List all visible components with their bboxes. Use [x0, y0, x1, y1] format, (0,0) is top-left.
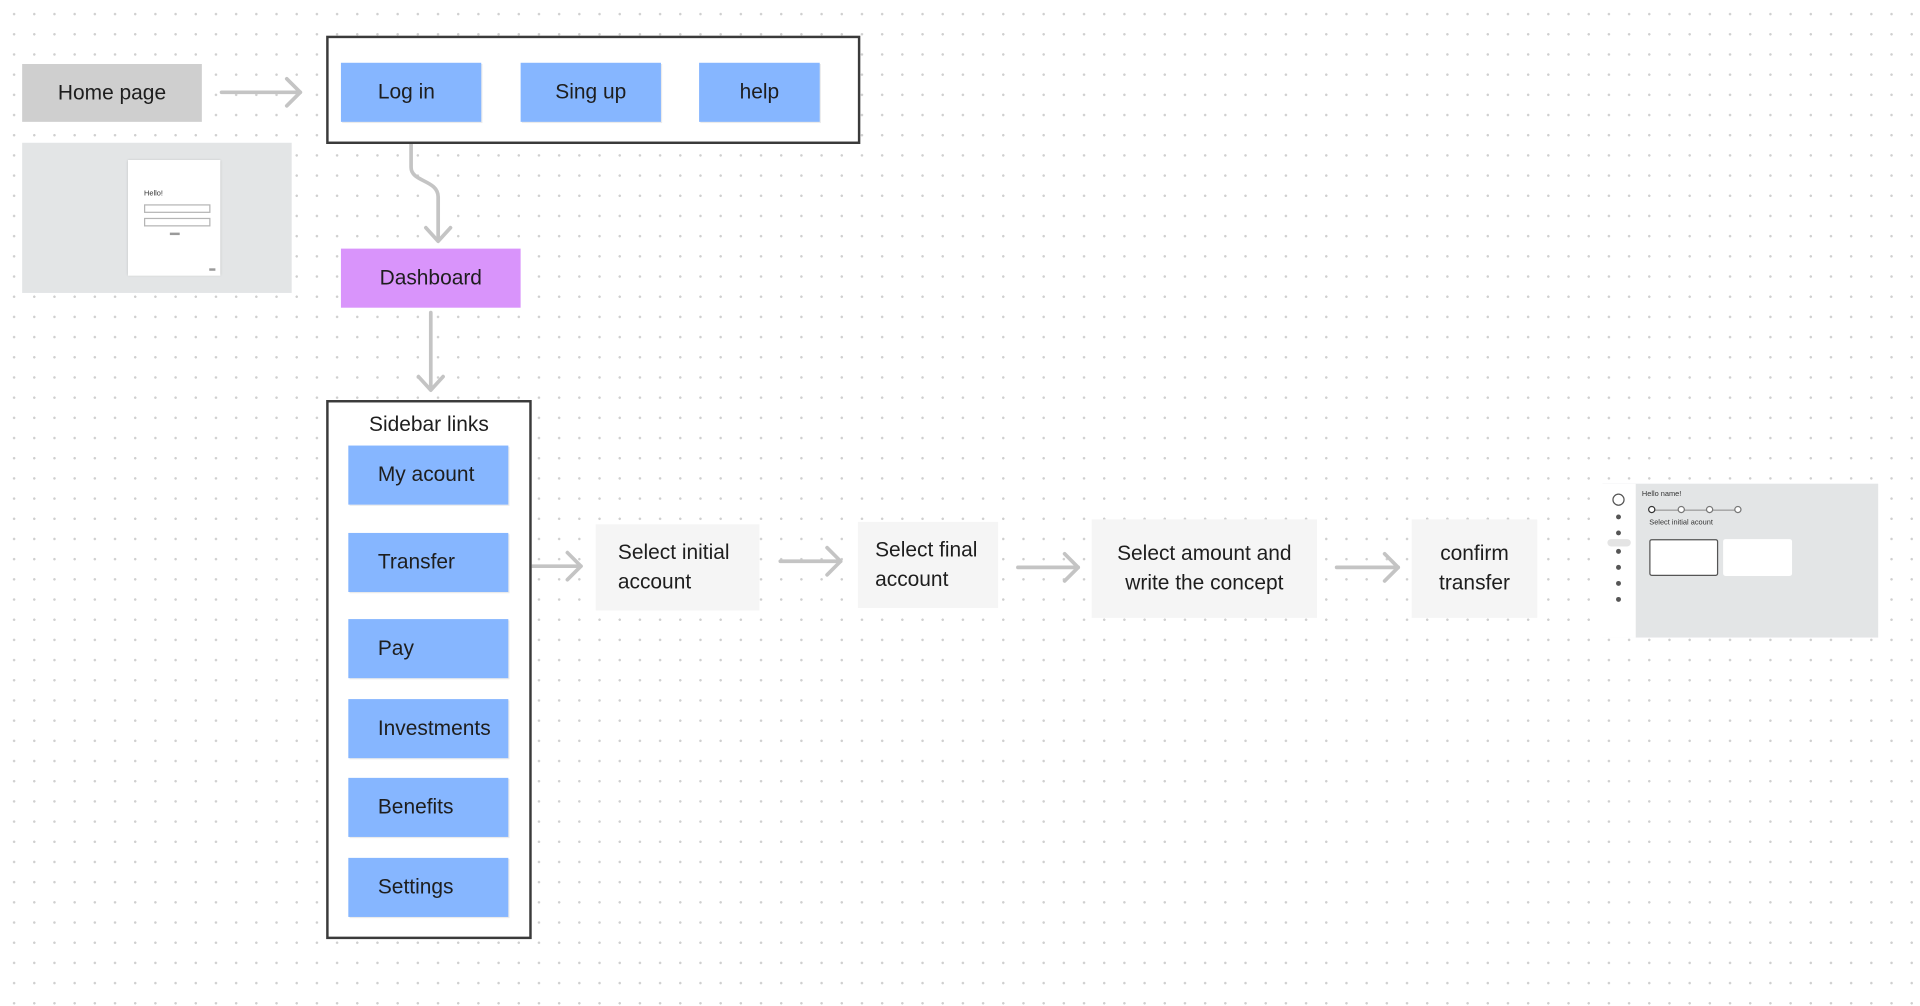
preview-nav-icon	[1616, 514, 1621, 520]
step-label: Select initial account	[617, 540, 730, 594]
preview-step	[1677, 505, 1685, 514]
sidebar-item-pay[interactable]: Pay	[348, 619, 509, 679]
signup-node[interactable]: Sing up	[520, 62, 661, 122]
preview-step-label: Select initial acount	[1649, 519, 1713, 527]
preview-step	[1705, 505, 1714, 514]
preview-greeting: Hello name!	[1641, 491, 1682, 499]
sidebar-links-title: Sidebar links	[369, 412, 489, 436]
sidebar-item-label: Transfer	[377, 550, 455, 574]
arrow-step-3-to-step-4	[1334, 552, 1401, 583]
sidebar-item-label: Benefits	[377, 795, 454, 819]
arrow-home-to-auth	[219, 76, 303, 108]
login-card-field-1	[144, 204, 211, 213]
dashboard-label: Dashboard	[379, 265, 482, 290]
preview-nav-icon	[1616, 596, 1621, 602]
login-card-field-2	[144, 217, 211, 227]
step-confirm-transfer: confirm transfer	[1411, 519, 1538, 618]
login-card-greeting: Hello!	[144, 190, 163, 199]
arrow-step-1-to-step-2	[778, 545, 843, 577]
login-card-preview: Hello!	[128, 160, 221, 276]
signup-label: Sing up	[555, 80, 627, 104]
arrow-dashboard-to-sidebar	[416, 310, 445, 393]
help-node[interactable]: help	[699, 62, 820, 122]
login-card-button	[169, 232, 180, 236]
sidebar-item-transfer[interactable]: Transfer	[348, 532, 509, 593]
arrow-login-to-dashboard	[409, 122, 453, 244]
sidebar-item-benefits[interactable]: Benefits	[348, 777, 509, 837]
sidebar-item-label: My acount	[377, 462, 475, 487]
preview-nav-active	[1607, 539, 1631, 547]
preview-avatar-icon	[1612, 493, 1625, 506]
login-card-footer	[209, 268, 216, 271]
preview-nav-icon	[1616, 548, 1621, 554]
sidebar-item-my-account[interactable]: My acount	[348, 445, 509, 505]
step-select-amount-and-concept: Select amount and write the concept	[1091, 519, 1317, 618]
preview-nav-icon	[1616, 564, 1621, 570]
arrow-step-2-to-step-3	[1016, 552, 1081, 583]
preview-account-card-selected	[1649, 539, 1719, 577]
step-label: Select amount and write the concept	[1117, 541, 1292, 595]
preview-step-active	[1648, 505, 1656, 514]
sidebar-item-settings[interactable]: Settings	[348, 857, 509, 917]
preview-nav-icon	[1616, 580, 1621, 586]
home-page-thumbnail: Hello!	[22, 142, 292, 293]
sidebar-item-label: Settings	[377, 875, 454, 899]
step-label: confirm transfer	[1439, 541, 1510, 595]
step-select-initial-account: Select initial account	[595, 524, 760, 611]
sidebar-item-label: Pay	[377, 636, 414, 660]
login-label: Log in	[377, 80, 435, 104]
help-label: help	[739, 80, 780, 104]
home-page-label: Home page	[57, 80, 167, 105]
preview-sidebar	[1602, 483, 1636, 638]
home-page-node: Home page	[22, 64, 202, 122]
sidebar-item-label: Investments	[377, 716, 491, 740]
step-label: Select final account	[875, 537, 978, 591]
login-node[interactable]: Log in	[340, 62, 482, 122]
transfer-screen-thumbnail: Hello name! Select initial acount	[1602, 483, 1879, 638]
dashboard-node[interactable]: Dashboard	[340, 248, 521, 308]
sidebar-item-investments[interactable]: Investments	[348, 699, 509, 759]
preview-stepper-line	[1651, 509, 1738, 511]
step-select-final-account: Select final account	[857, 521, 999, 609]
preview-step	[1734, 505, 1742, 514]
preview-nav-icon	[1616, 530, 1621, 536]
preview-account-card	[1723, 539, 1793, 577]
